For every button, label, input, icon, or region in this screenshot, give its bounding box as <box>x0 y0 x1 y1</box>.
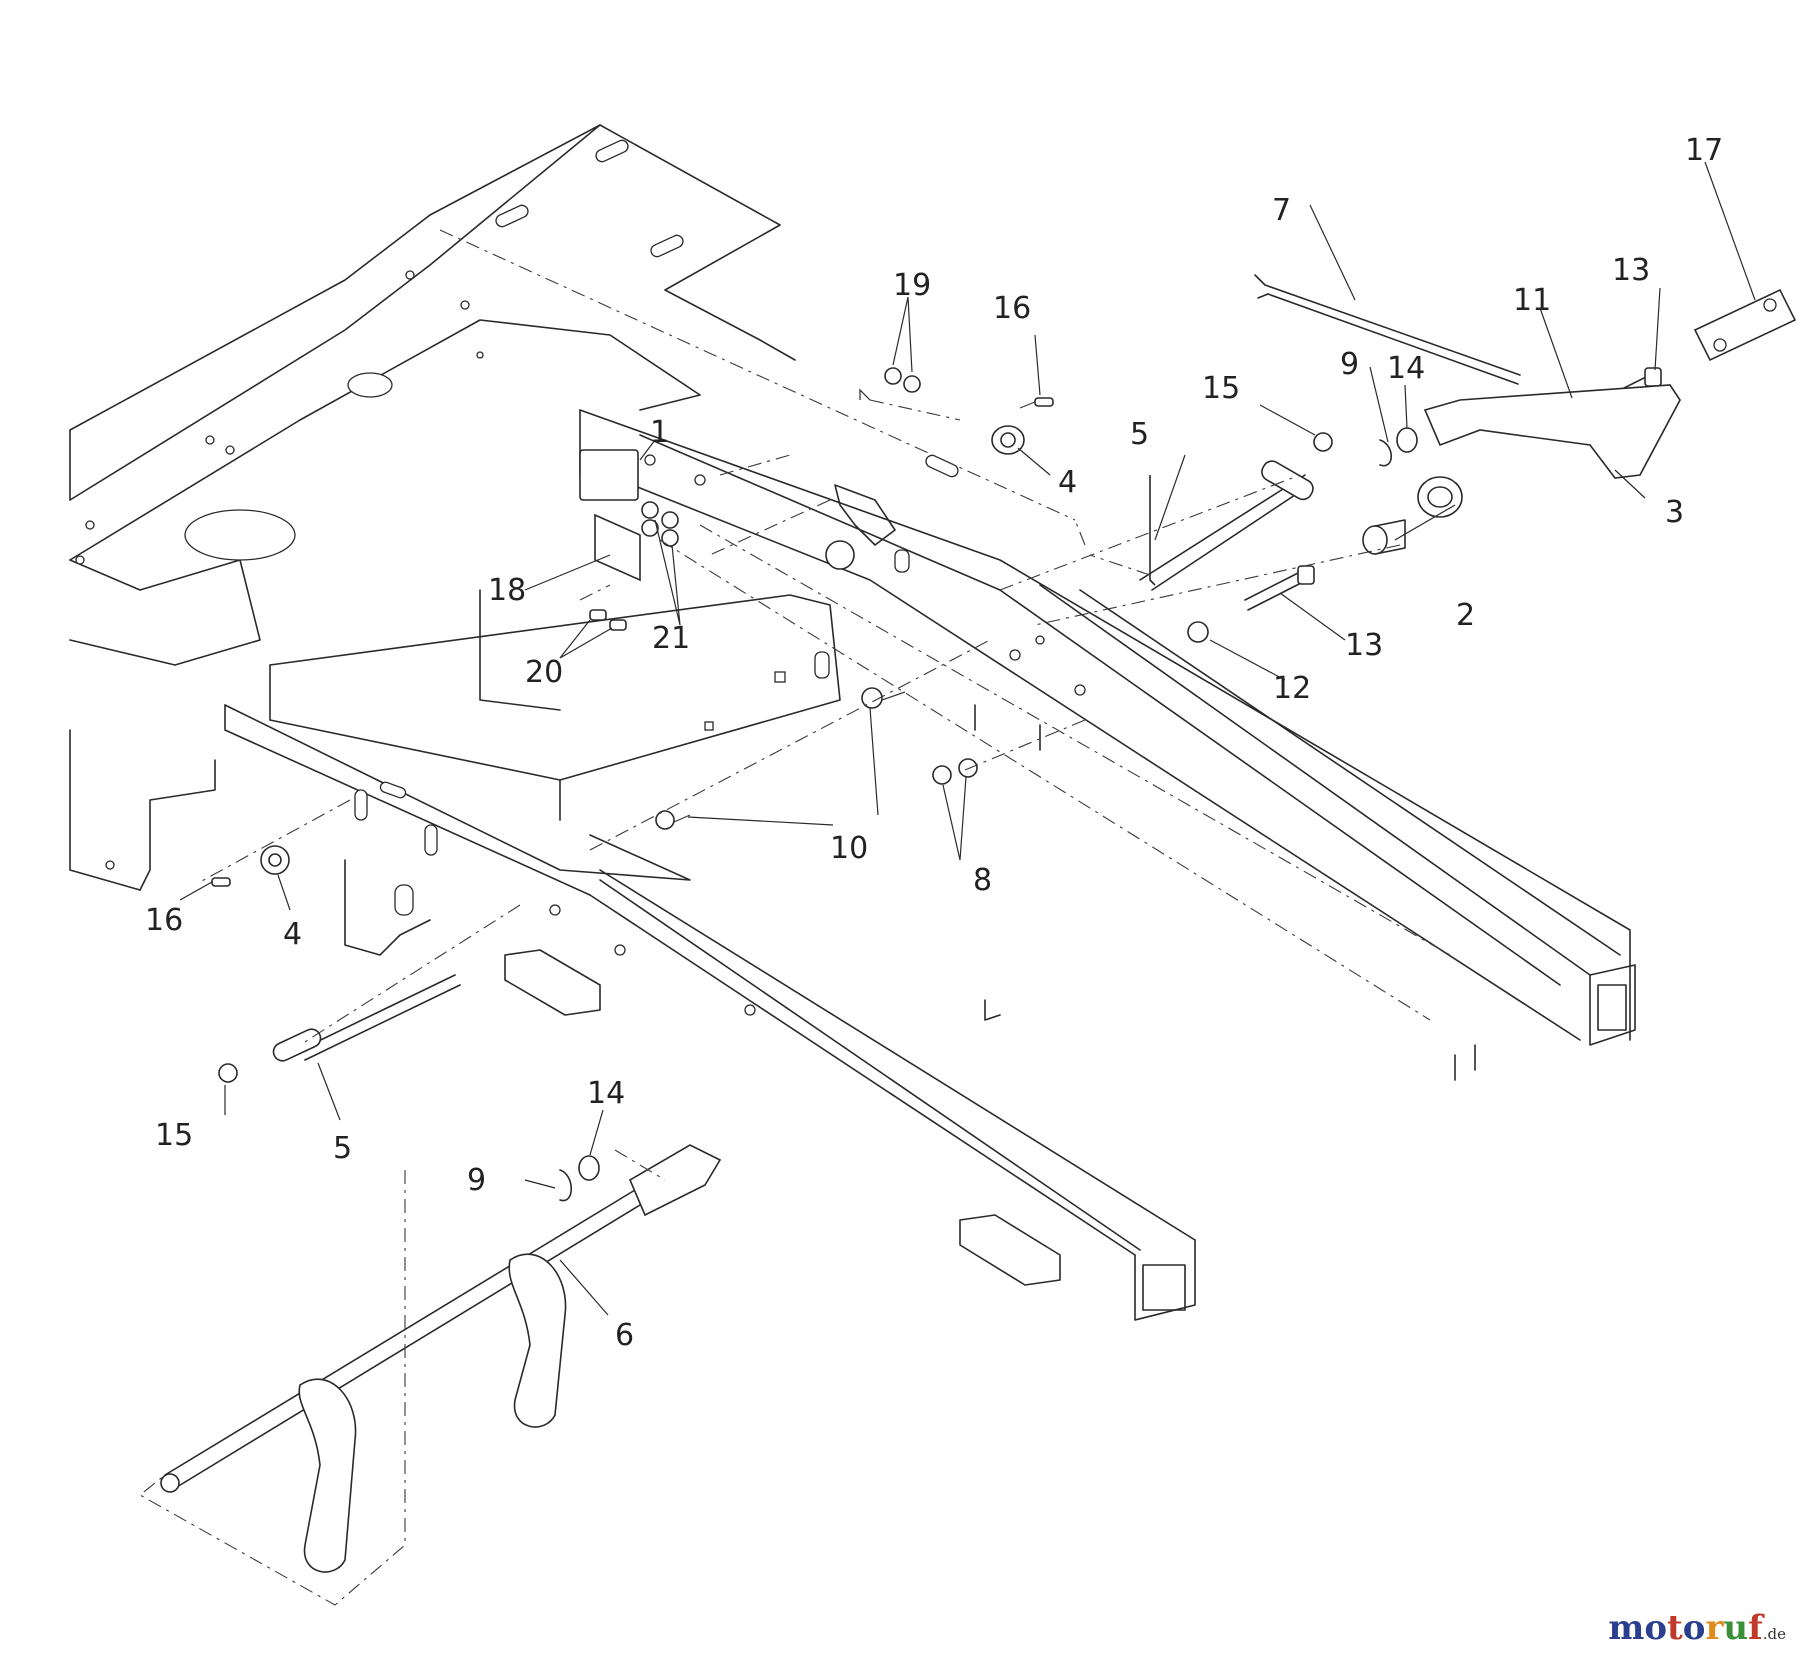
callout-5-bottom: 5 <box>333 1131 352 1166</box>
callout-5-top: 5 <box>1130 417 1149 452</box>
bracket-part-18 <box>594 513 641 582</box>
callout-14-top: 14 <box>1387 351 1425 386</box>
callout-8: 8 <box>973 863 992 898</box>
callout-2: 2 <box>1456 598 1475 633</box>
callout-13-top: 13 <box>1612 253 1650 288</box>
callout-16-top: 16 <box>993 291 1031 326</box>
callout-4-top: 4 <box>1058 465 1077 500</box>
callout-21: 21 <box>652 621 690 656</box>
rod-part-7 <box>1264 284 1521 376</box>
callout-11: 11 <box>1513 283 1551 318</box>
callout-7: 7 <box>1272 193 1291 228</box>
motoruf-watermark: motoruf.de <box>1608 1608 1786 1648</box>
switch-part-1 <box>579 449 639 501</box>
callout-6: 6 <box>615 1318 634 1353</box>
watermark-brand: motoruf <box>1608 1608 1763 1648</box>
callout-14-bottom: 14 <box>587 1076 625 1111</box>
callout-1: 1 <box>650 415 669 450</box>
callout-10: 10 <box>830 831 868 866</box>
callout-19: 19 <box>893 268 931 303</box>
watermark-tld: .de <box>1762 1625 1786 1643</box>
leader-lines <box>179 161 1756 1316</box>
callout-4-bottom: 4 <box>283 917 302 952</box>
frame-assembly <box>69 124 1636 1321</box>
arm-part-3 <box>1423 384 1681 479</box>
callout-16-bottom: 16 <box>145 903 183 938</box>
callout-17: 17 <box>1685 133 1723 168</box>
callout-12: 12 <box>1273 671 1311 706</box>
decal-part-17 <box>1693 288 1797 362</box>
lift-shaft-part-6 <box>160 1144 722 1573</box>
callout-3: 3 <box>1665 495 1684 530</box>
exploded-parts <box>160 274 1797 1573</box>
callout-15-bottom: 15 <box>155 1118 193 1153</box>
callout-9-bottom: 9 <box>467 1163 486 1198</box>
callout-labels: 1 2 3 4 4 5 5 6 7 8 9 9 10 11 12 13 13 1… <box>145 133 1723 1353</box>
explosion-lines <box>139 229 1451 1606</box>
callout-15-top: 15 <box>1202 371 1240 406</box>
callout-9-top: 9 <box>1340 347 1359 382</box>
callout-18: 18 <box>488 573 526 608</box>
callout-13-mid: 13 <box>1345 628 1383 663</box>
callout-20: 20 <box>525 655 563 690</box>
